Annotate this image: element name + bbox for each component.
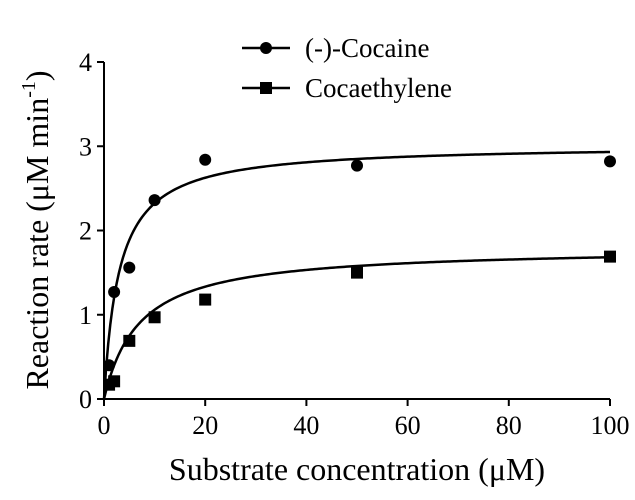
y-tick-label: 3 [79, 132, 92, 161]
point-cocaine [123, 261, 136, 274]
x-tick-label: 40 [293, 411, 319, 440]
y-axis-title-main: Reaction rate (μM min [19, 98, 55, 390]
x-tick-label: 100 [591, 411, 630, 440]
point-cocaine [103, 359, 116, 372]
point-cocaethylene [123, 334, 136, 347]
x-tick-label: 0 [98, 411, 111, 440]
y-tick-label: 2 [79, 217, 92, 246]
x-axis-title: Substrate concentration (μM) [169, 451, 545, 487]
point-cocaethylene [108, 375, 121, 388]
point-cocaine [351, 159, 363, 172]
y-axis-title-superscript: -1 [18, 81, 40, 98]
point-cocaine [108, 286, 121, 299]
legend-label-cocaine: (-)-Cocaine [305, 33, 429, 63]
point-cocaine [199, 153, 212, 166]
fit-curve-cocaine [102, 150, 611, 400]
point-cocaethylene [199, 293, 212, 306]
y-tick-label: 4 [79, 48, 92, 77]
y-tick-label: 0 [79, 385, 92, 414]
x-tick-label: 80 [496, 411, 522, 440]
x-tick-label: 20 [192, 411, 218, 440]
y-axis-title-close: ) [19, 70, 55, 81]
legend-label-cocaethylene: Cocaethylene [305, 73, 452, 103]
fit-curves [102, 150, 611, 400]
legend-marker-circle [260, 42, 272, 54]
y-tick-label: 1 [79, 301, 92, 330]
fit-curve-cocaethylene [102, 256, 611, 400]
point-cocaine [148, 194, 161, 207]
data-points [103, 153, 616, 391]
axes [103, 62, 610, 400]
legend-marker-square [260, 82, 272, 94]
legend-item-cocaine: (-)-Cocaine [242, 33, 429, 63]
point-cocaethylene [148, 311, 161, 324]
legend: (-)-Cocaine Cocaethylene [242, 33, 452, 103]
point-cocaethylene [604, 250, 616, 263]
y-axis-title: Reaction rate (μM min-1) [18, 70, 55, 389]
point-cocaethylene [351, 266, 363, 279]
point-cocaine [604, 155, 616, 168]
x-tick-label: 60 [395, 411, 421, 440]
legend-item-cocaethylene: Cocaethylene [242, 73, 452, 103]
ticks: 0 20 40 60 80 100 0 1 2 3 4 [79, 48, 630, 440]
